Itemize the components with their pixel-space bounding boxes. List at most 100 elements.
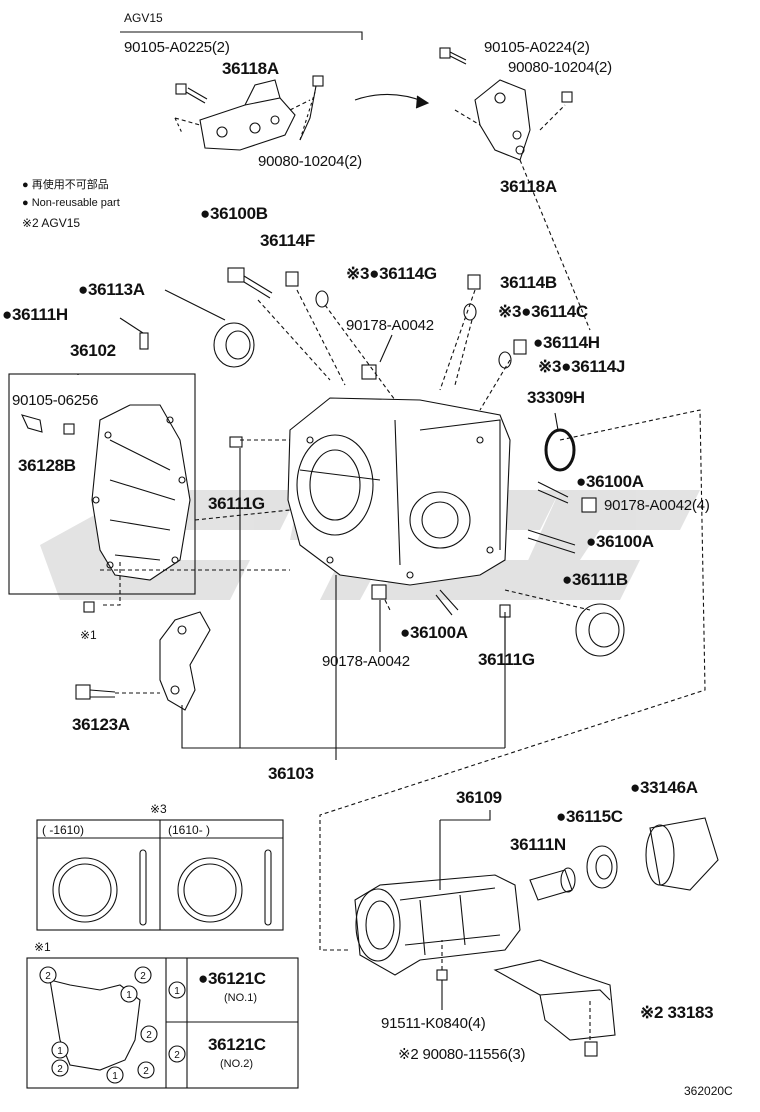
inset-note3-col1: ( -1610): [42, 823, 85, 837]
plug-36114B: [467, 274, 481, 290]
label-36114H[interactable]: ●36114H: [533, 333, 600, 352]
legend-non-reusable-en: ● Non-reusable part: [22, 197, 120, 209]
seal-36111B: [575, 603, 625, 657]
bolt-36123A: [75, 684, 116, 700]
bracket-36118A-right: [474, 79, 531, 161]
inset-note1-row1-part[interactable]: ●36121C: [198, 969, 266, 988]
label-36100A-3[interactable]: ●36100A: [400, 623, 468, 642]
label-36123A[interactable]: 36123A: [72, 715, 130, 734]
nut-90080-11556: [584, 1041, 598, 1057]
label-36111G-right[interactable]: 36111G: [478, 650, 535, 669]
cover-36102-box: [8, 373, 196, 595]
label-36111G-left[interactable]: 36111G: [208, 494, 265, 513]
bolt-36100B: [227, 267, 273, 299]
label-36114B[interactable]: 36114B: [500, 273, 557, 292]
label-33309H[interactable]: 33309H: [527, 388, 585, 407]
inset-note1-row2-marker: 2: [174, 1050, 180, 1061]
gasket-36114G: [315, 290, 329, 308]
inset-note1-bolt-marker: 2: [146, 1030, 152, 1041]
bushing-36111N: [529, 867, 576, 901]
seal-36113A: [213, 322, 255, 368]
nut-90178-A0042-4: [581, 497, 597, 513]
housing-36109: [354, 874, 521, 976]
inset-note1-bolt-marker: 2: [143, 1066, 149, 1077]
seal-36115C: [586, 845, 618, 889]
label-36111N[interactable]: 36111N: [510, 835, 566, 854]
inset-note1-row2-note: (NO.2): [220, 1058, 253, 1070]
inset-note1-bolt-marker: 2: [57, 1064, 63, 1075]
direction-arrow: [354, 93, 426, 103]
inset-note1-row1-marker: 1: [174, 986, 180, 997]
stud-36100A-3: [435, 589, 459, 616]
label-90178-A0042-top[interactable]: 90178-A0042: [346, 317, 434, 334]
label-33183[interactable]: ※2 33183: [640, 1003, 714, 1022]
label-36100A-1[interactable]: ●36100A: [576, 472, 644, 491]
legend-non-reusable-jp: ● 再使用不可部品: [22, 179, 109, 191]
label-36118A-right[interactable]: 36118A: [500, 177, 557, 196]
label-36128B[interactable]: 36128B: [18, 456, 76, 475]
inset-note1: [26, 957, 299, 1089]
plug-36114F: [285, 271, 299, 287]
stud-36100A-2: [527, 529, 576, 554]
stud-36100A-1: [537, 481, 569, 504]
label-36111B[interactable]: ●36111B: [562, 570, 628, 589]
breather-36111H: [139, 332, 149, 350]
pin-36111G-left: [229, 436, 243, 448]
label-90105-A0225[interactable]: 90105-A0225(2): [124, 39, 230, 56]
nut-90080-10204-right: [561, 91, 573, 103]
label-90080-11556[interactable]: ※2 90080-11556(3): [398, 1046, 526, 1063]
inset-note1-row1-note: (NO.1): [224, 992, 257, 1004]
bolt-90105-06256: [63, 423, 75, 435]
legend-note2: ※2 AGV15: [22, 216, 81, 230]
label-36102[interactable]: 36102: [70, 341, 116, 360]
label-90105-06256[interactable]: 90105-06256: [12, 392, 99, 409]
label-36111H[interactable]: ●36111H: [2, 305, 68, 324]
inset-note3: [36, 819, 284, 931]
nut-90178-A0042-bottom: [371, 584, 387, 600]
inset-note1-title: ※1: [34, 940, 51, 954]
bracket-36118A-left: [174, 79, 311, 151]
bracket-36123A: [159, 611, 211, 711]
inset-note1-bolt-marker: 2: [45, 971, 51, 982]
nut-90080-10204-left: [299, 75, 324, 141]
transfer-case-36103: [287, 397, 511, 586]
label-36115C[interactable]: ●36115C: [556, 807, 623, 826]
bolt-91511-K0840: [436, 969, 448, 1010]
cover-36102: [91, 404, 191, 581]
variant-label: AGV15: [124, 11, 163, 25]
inset-note1-row2-part[interactable]: 36121C: [208, 1035, 266, 1054]
label-90178-A0042-4[interactable]: 90178-A0042(4): [604, 497, 710, 514]
label-36114F[interactable]: 36114F: [260, 231, 315, 250]
inset-note1-bolt-marker: 1: [112, 1071, 118, 1082]
label-90178-A0042-bottom[interactable]: 90178-A0042: [322, 653, 410, 670]
label-36114C[interactable]: ※3●36114C: [498, 302, 588, 321]
label-90080-10204-left[interactable]: 90080-10204(2): [258, 153, 362, 170]
bolt-90105-A0225: [175, 83, 208, 104]
bolt-note1: [83, 601, 95, 613]
label-36114J[interactable]: ※3●36114J: [538, 357, 626, 376]
label-36103[interactable]: 36103: [268, 764, 314, 783]
diagram-code: 362020C: [684, 1084, 733, 1098]
label-36113A[interactable]: ●36113A: [78, 280, 145, 299]
clip-36128B: [21, 414, 43, 433]
inset-note1-bolt-marker: 1: [126, 990, 132, 1001]
bolt-90105-A0224: [439, 47, 467, 65]
nut-90178-A0042-top: [361, 364, 377, 380]
label-90105-A0224[interactable]: 90105-A0224(2): [484, 39, 590, 56]
label-36109[interactable]: 36109: [456, 788, 502, 807]
label-36118A-top[interactable]: 36118A: [222, 59, 279, 78]
label-36114G[interactable]: ※3●36114G: [346, 264, 437, 283]
label-90080-10204-right[interactable]: 90080-10204(2): [508, 59, 612, 76]
label-note1-bolt: ※1: [80, 628, 97, 642]
mount-33183: [493, 959, 616, 1041]
agv15-bracket-line: [120, 31, 363, 40]
label-36100A-2[interactable]: ●36100A: [586, 532, 654, 551]
label-91511-K0840[interactable]: 91511-K0840(4): [381, 1015, 486, 1032]
inset-note1-markers: 2 2 1 2 1 2 1 2 1 2: [45, 971, 180, 1082]
label-33146A[interactable]: ●33146A: [630, 778, 698, 797]
bushing-33146A: [645, 817, 719, 891]
label-36100B[interactable]: ●36100B: [200, 204, 268, 223]
oring-33309H: [544, 428, 576, 472]
